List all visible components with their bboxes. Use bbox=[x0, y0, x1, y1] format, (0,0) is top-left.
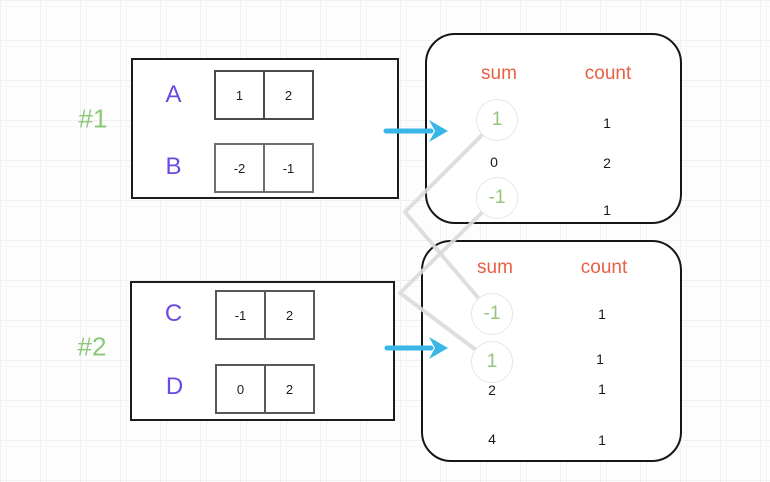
array-c-cells: -1 2 bbox=[215, 290, 315, 340]
array-c-cell-0: -1 bbox=[215, 290, 266, 340]
t1-row2-count: 1 bbox=[603, 202, 611, 218]
sum-header-2: sum bbox=[477, 257, 513, 278]
t2-row2-sum: 2 bbox=[488, 382, 496, 398]
t2-row2-count: 1 bbox=[598, 381, 606, 397]
t2-row1-count: 1 bbox=[596, 351, 604, 367]
t2-row0-count: 1 bbox=[598, 306, 606, 322]
t1-row2-sum-circle: -1 bbox=[476, 177, 518, 219]
t2-row0-sum-circle: -1 bbox=[471, 293, 513, 335]
example1-label: #1 bbox=[78, 103, 108, 134]
array-b-cell-0: -2 bbox=[214, 143, 265, 193]
t2-row3-count: 1 bbox=[598, 432, 606, 448]
sum-header-1: sum bbox=[481, 63, 517, 84]
t1-row0-count: 1 bbox=[603, 115, 611, 131]
example1-result-table: sum count 1 0 2 1 bbox=[425, 33, 682, 224]
example2-label: #2 bbox=[77, 331, 107, 362]
t2-row1-sum-circle: 1 bbox=[471, 341, 513, 383]
array-c-cell-1: 2 bbox=[264, 290, 315, 340]
array-a-label: A bbox=[165, 81, 183, 108]
array-b-cell-1: -1 bbox=[263, 143, 314, 193]
array-d-label: D bbox=[165, 373, 185, 400]
t1-row0-sum-circle: 1 bbox=[476, 99, 518, 141]
array-a-cell-1: 2 bbox=[263, 70, 314, 120]
count-header-2: count bbox=[580, 257, 628, 278]
example2-input-box: C -1 2 D 0 2 bbox=[130, 281, 395, 421]
array-a-cell-0: 1 bbox=[214, 70, 265, 120]
t1-row1-sum: 0 bbox=[490, 154, 498, 170]
array-d-cells: 0 2 bbox=[215, 364, 315, 414]
array-b-cells: -2 -1 bbox=[214, 143, 314, 193]
array-c-label: C bbox=[164, 300, 184, 327]
array-a-cells: 1 2 bbox=[214, 70, 314, 120]
t1-row1-count: 2 bbox=[603, 155, 611, 171]
example1-input-box: A 1 2 B -2 -1 bbox=[131, 58, 399, 199]
t2-row3-sum: 4 bbox=[488, 431, 496, 447]
array-d-cell-0: 0 bbox=[215, 364, 266, 414]
array-d-cell-1: 2 bbox=[264, 364, 315, 414]
count-header-1: count bbox=[584, 63, 632, 84]
example2-result-table: sum count 1 1 2 1 4 1 bbox=[421, 240, 682, 462]
array-b-label: B bbox=[165, 153, 183, 180]
